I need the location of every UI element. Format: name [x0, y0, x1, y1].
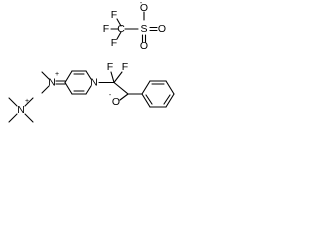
bond-n-ring-c6 — [85, 85, 92, 95]
bond-cf2-f-left — [110, 71, 115, 84]
bond-c4-c3 — [64, 70, 73, 84]
tetramethylammonium-cation: N + — [8, 97, 34, 123]
triflate-o-charge: - — [140, 0, 143, 7]
bond-c-f-bottom — [116, 31, 122, 40]
bond-c5-c4 — [64, 81, 73, 95]
bond-cf2-f-right — [113, 71, 123, 84]
triflate-o-top-label: O — [140, 2, 148, 14]
cation-f2-label: F — [122, 61, 128, 73]
bond-n-amine-me-up — [41, 71, 50, 80]
tma-n-charge: + — [25, 98, 29, 105]
triflate-c-label: C — [117, 23, 125, 35]
cation-n-amine-charge: + — [55, 71, 59, 78]
bond-ph-inner-c — [145, 94, 153, 105]
bond-n-me-ne — [24, 97, 34, 107]
bond-ph-6-1 — [141, 93, 151, 108]
cation-o-charge: - — [109, 92, 112, 99]
cation-o-label: O — [112, 96, 120, 108]
pyridinium-alkoxide-zwitterion: N + N F F O - — [41, 61, 175, 108]
bond-cf2-choh — [113, 81, 129, 95]
triflate-o-right-label: O — [158, 23, 166, 35]
bond-c2-n-ring — [85, 70, 92, 80]
bond-ch-o — [119, 93, 129, 101]
bond-c-f-top — [116, 18, 122, 27]
bond-n-me-se — [24, 113, 34, 123]
triflate-o-bottom-label: O — [140, 40, 148, 52]
triflate-s-label: S — [140, 23, 147, 35]
bond-n-amine-me-down — [41, 85, 50, 94]
tma-n-label: N — [17, 104, 25, 116]
chemical-structure-drawing: O - S O O C F F F N + — [8, 0, 175, 123]
triflate-anion: O - S O O C F F F — [103, 0, 166, 52]
bond-ph-inner-b — [163, 94, 171, 105]
bond-ph-3-4 — [165, 80, 175, 95]
bond-ph-4-5 — [165, 93, 175, 108]
bond-n-me-nw — [8, 97, 18, 107]
cation-n-amine-label: N — [48, 77, 56, 89]
triflate-f3-label: F — [111, 37, 117, 49]
cation-f1-label: F — [107, 61, 113, 73]
bond-ph-1-2 — [141, 80, 151, 95]
triflate-f1-label: F — [111, 9, 117, 21]
bond-n-me-sw — [8, 113, 18, 123]
triflate-f2-label: F — [103, 23, 109, 35]
cation-n-ring-label: N — [90, 77, 98, 89]
